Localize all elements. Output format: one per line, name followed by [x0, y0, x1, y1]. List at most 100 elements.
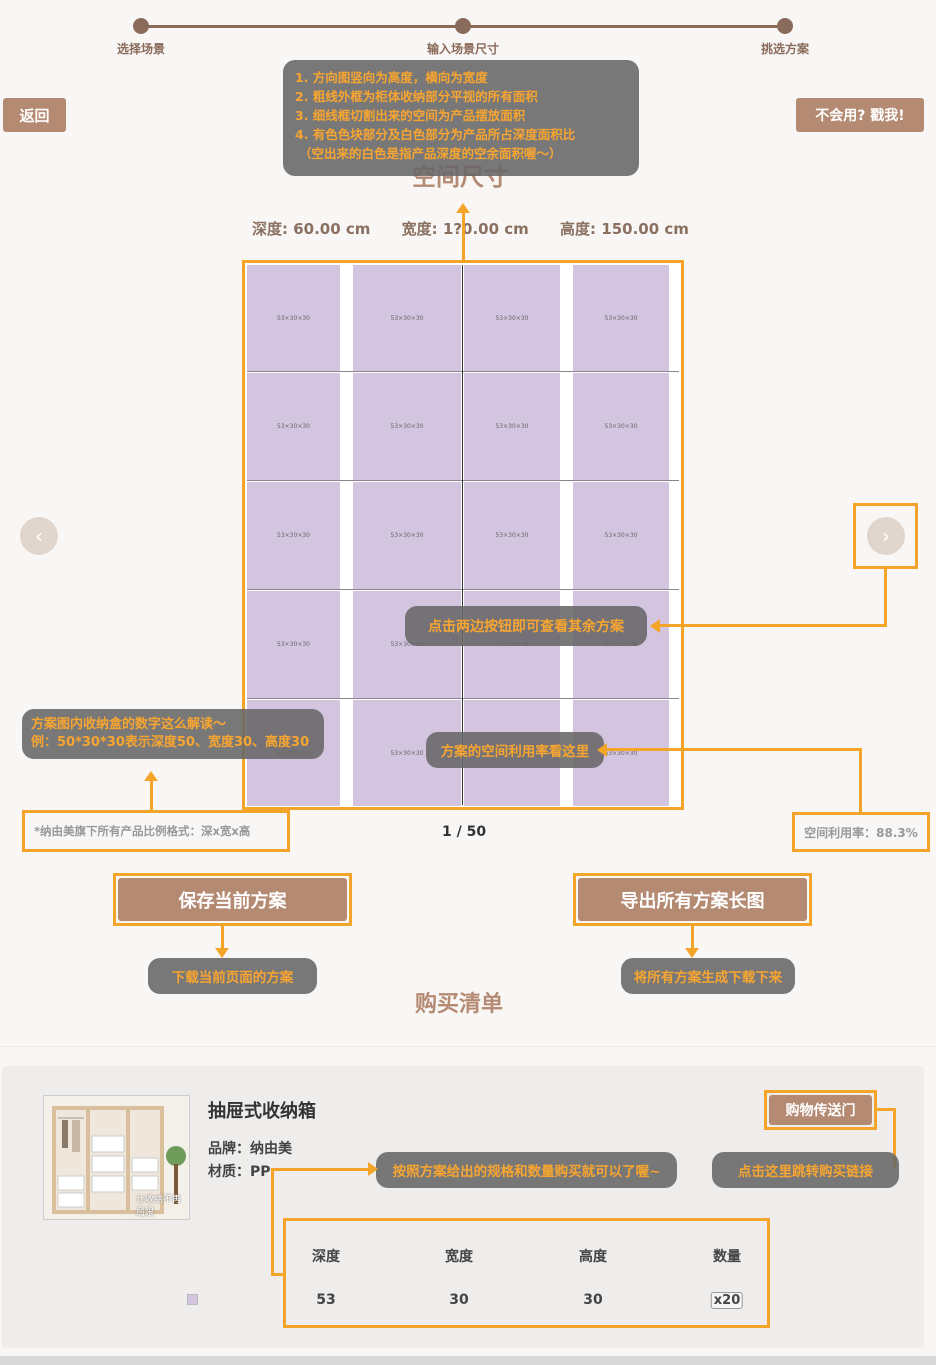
- step-dot-2[interactable]: [455, 18, 471, 34]
- buy-tooltip: 按照方案给出的规格和数量购买就可以了喔~: [376, 1152, 677, 1188]
- width-label: 宽度:: [401, 220, 438, 238]
- guide-arrow-line: [462, 212, 465, 262]
- product-name: 抽屉式收纳箱: [208, 1101, 316, 1122]
- save-button-highlight: [113, 873, 352, 926]
- column-header-quantity: 数量: [713, 1249, 741, 1265]
- step-dot-1[interactable]: [133, 18, 149, 34]
- storage-box: 53×30×30: [464, 265, 560, 371]
- chevron-right-icon: ›: [882, 524, 890, 548]
- value-height: 30: [583, 1292, 603, 1308]
- utilization-box: 空间利用率：88.3%: [792, 812, 930, 852]
- partition-line: [247, 698, 679, 699]
- decode-arrow-head: [144, 771, 158, 781]
- section-divider: [0, 1046, 936, 1047]
- space-dimensions: 深度: 60.00 cm 宽度: 1?0.00 cm 高度: 150.00 cm: [252, 218, 689, 239]
- export-button-highlight: [573, 873, 812, 926]
- utilization-rate: 空间利用率：88.3%: [804, 825, 918, 840]
- export-arrow-line: [691, 926, 694, 948]
- depth-value: 60.00 cm: [293, 220, 371, 238]
- guide-line-5: （空出来的白色是指产品深度的空余面积喔～）: [299, 146, 562, 161]
- rate-arrow-line-h: [606, 748, 862, 751]
- guide-arrow-head: [456, 203, 470, 213]
- storage-box: 53×30×30: [353, 373, 461, 480]
- decode-tooltip: 方案图内收纳盒的数字这么解读～ 例：50*30*30表示深度50、宽度30、高度…: [22, 709, 324, 759]
- nav-arrow-line-v: [884, 569, 887, 627]
- column-header-width: 宽度: [445, 1249, 473, 1265]
- column-header-depth: 深度: [312, 1249, 340, 1265]
- shopping-title: 购买清单: [415, 992, 504, 1017]
- buy-link-highlight: [764, 1090, 877, 1130]
- save-arrow-line: [221, 926, 224, 948]
- format-footnote: *纳由美旗下所有产品比例格式：深x宽x高: [34, 824, 251, 838]
- back-button[interactable]: 返回: [3, 98, 66, 132]
- value-quantity: x20: [710, 1292, 744, 1309]
- footnote-box: *纳由美旗下所有产品比例格式：深x宽x高: [22, 810, 290, 852]
- guide-tooltip: 1. 方向图竖向为高度，横向为宽度 2. 粗线外框为柜体收纳部分平视的所有面积 …: [283, 60, 639, 176]
- product-material: 材质：PP: [208, 1164, 271, 1180]
- value-depth: 53: [316, 1292, 336, 1308]
- help-button[interactable]: 不会用? 戳我!: [796, 98, 924, 132]
- guide-line-2: 2. 粗线外框为柜体收纳部分平视的所有面积: [295, 89, 538, 104]
- storage-box: 53×30×30: [247, 265, 340, 371]
- rate-tooltip: 方案的空间利用率看这里: [426, 732, 604, 768]
- jump-arrow-line-v: [893, 1108, 896, 1168]
- product-image[interactable]: 让收纳不再局限: [43, 1095, 190, 1220]
- partition-line: [462, 265, 463, 805]
- storage-box: 53×30×30: [464, 373, 560, 480]
- save-plan-button[interactable]: 保存当前方案: [118, 878, 347, 921]
- save-tooltip: 下载当前页面的方案: [148, 958, 317, 994]
- storage-box: 53×30×30: [247, 373, 340, 480]
- storage-box: 53×30×30: [353, 265, 461, 371]
- guide-line-1: 1. 方向图竖向为高度，横向为宽度: [295, 70, 488, 85]
- width-value: 1?0.00 cm: [442, 220, 529, 238]
- buy-arrow-line-h2: [271, 1273, 285, 1276]
- next-plan-button[interactable]: ›: [867, 517, 905, 555]
- rate-arrow-line-v: [859, 748, 862, 814]
- height-label: 高度:: [560, 220, 597, 238]
- column-header-height: 高度: [579, 1249, 607, 1265]
- export-all-button[interactable]: 导出所有方案长图: [578, 878, 807, 921]
- wardrobe-illustration: [44, 1096, 189, 1219]
- rate-arrow-head: [597, 743, 607, 757]
- guide-line-3: 3. 细线框切割出来的空间为产品摆放面积: [295, 108, 526, 123]
- product-brand: 品牌：纳由美: [208, 1141, 292, 1157]
- guide-line-4: 4. 有色色块部分及白色部分为产品所占深度面积比: [295, 127, 576, 142]
- nav-arrow-line-h: [660, 624, 887, 627]
- storage-box: 53×30×30: [247, 482, 340, 589]
- buy-link-button[interactable]: 购物传送门: [769, 1095, 872, 1125]
- step-label-input-size[interactable]: 输入场景尺寸: [426, 42, 500, 56]
- prev-plan-button[interactable]: ‹: [20, 517, 58, 555]
- buy-arrow-head: [368, 1162, 378, 1176]
- storage-box: 53×30×30: [573, 482, 669, 589]
- decode-arrow-line: [150, 780, 153, 810]
- step-label-select-scene[interactable]: 选择场景: [116, 42, 166, 56]
- pagination-text: 1 / 50: [442, 824, 487, 840]
- jump-arrow-line-h: [877, 1108, 896, 1111]
- partition-line: [247, 480, 679, 481]
- depth-label: 深度:: [252, 220, 288, 238]
- nav-arrow-head: [650, 619, 660, 633]
- value-width: 30: [449, 1292, 469, 1308]
- storage-box: 53×30×30: [573, 265, 669, 371]
- decode-line-2: 例：50*30*30表示深度50、宽度30、高度30: [31, 735, 310, 750]
- height-value: 150.00 cm: [601, 220, 689, 238]
- export-tooltip: 将所有方案生成下载下来: [621, 958, 795, 994]
- storage-box: 53×30×30: [247, 591, 340, 698]
- storage-box: 53×30×30: [353, 482, 461, 589]
- step-dot-3[interactable]: [777, 18, 793, 34]
- nav-tooltip: 点击两边按钮即可查看其余方案: [405, 606, 647, 646]
- step-label-pick-plan[interactable]: 挑选方案: [760, 42, 810, 56]
- storage-box: 53×30×30: [573, 373, 669, 480]
- partition-line: [247, 371, 679, 372]
- buy-arrow-line-v: [271, 1168, 274, 1276]
- buy-arrow-line-h: [271, 1168, 370, 1171]
- decode-line-1: 方案图内收纳盒的数字这么解读～: [31, 717, 227, 732]
- jump-tooltip: 点击这里跳转购买链接: [712, 1152, 899, 1188]
- color-swatch-icon: [187, 1294, 198, 1305]
- bottom-bar: [0, 1356, 936, 1365]
- export-arrow-head: [685, 948, 699, 958]
- next-button-highlight: [853, 503, 918, 569]
- product-image-caption: 让收纳不再局限: [136, 1195, 182, 1218]
- chevron-left-icon: ‹: [35, 524, 43, 548]
- storage-box: 53×30×30: [464, 482, 560, 589]
